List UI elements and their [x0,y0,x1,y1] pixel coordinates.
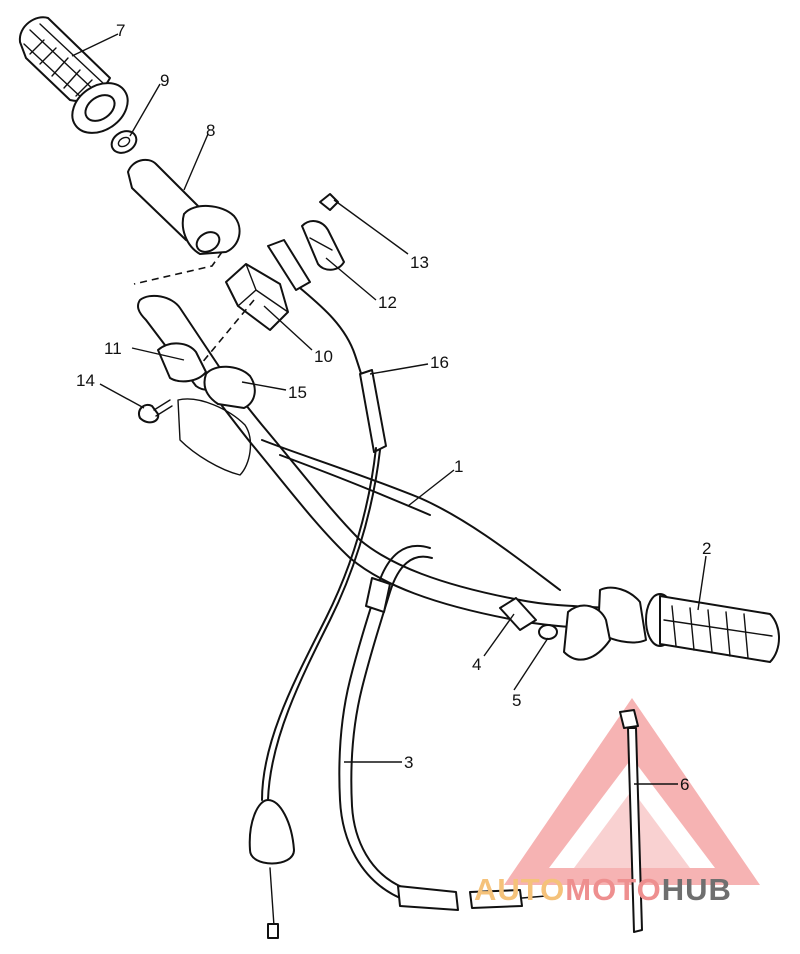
lever-bracket [157,342,256,409]
switch-bracket [301,220,345,271]
housing-guide-line [195,299,255,371]
callout-16: 16 [430,353,449,372]
callout-14: 14 [76,371,95,390]
callout-7: 7 [116,21,125,40]
watermark-moto: MOTO [565,872,661,907]
lock-nut [538,624,558,640]
callout-5: 5 [512,691,521,710]
watermark-hub: HUB [662,872,732,907]
callout-3: 3 [404,753,413,772]
screw [138,399,173,424]
throttle-tube [127,158,241,255]
callout-1: 1 [454,457,463,476]
callout-4: 4 [472,655,481,674]
cable-adjuster [499,597,537,631]
svg-text:AUTOMOTOHUB: AUTOMOTOHUB [474,872,732,907]
callout-8: 8 [206,121,215,140]
throttle-cable [338,544,547,911]
switch-screw [319,193,339,211]
cable-tie [619,709,643,933]
callout-12: 12 [378,293,397,312]
callout-11: 11 [104,339,122,358]
right-grip [563,586,780,663]
callout-9: 9 [160,71,169,90]
assembly-guide-line [133,251,223,285]
callout-2: 2 [702,539,711,558]
leader-lines [71,33,707,785]
callout-6: 6 [680,775,689,794]
callout-15: 15 [288,383,307,402]
clutch-cable [248,239,387,939]
handlebar [137,294,641,633]
watermark-text: AUTOMOTOHUB [474,872,732,907]
callout-labels: 7 9 8 13 12 10 11 16 14 15 1 2 4 5 3 6 [76,21,711,794]
collar [110,130,138,154]
left-grip [18,16,129,134]
watermark-auto: AUTO [474,872,565,907]
callout-13: 13 [410,253,429,272]
callout-10: 10 [314,347,333,366]
